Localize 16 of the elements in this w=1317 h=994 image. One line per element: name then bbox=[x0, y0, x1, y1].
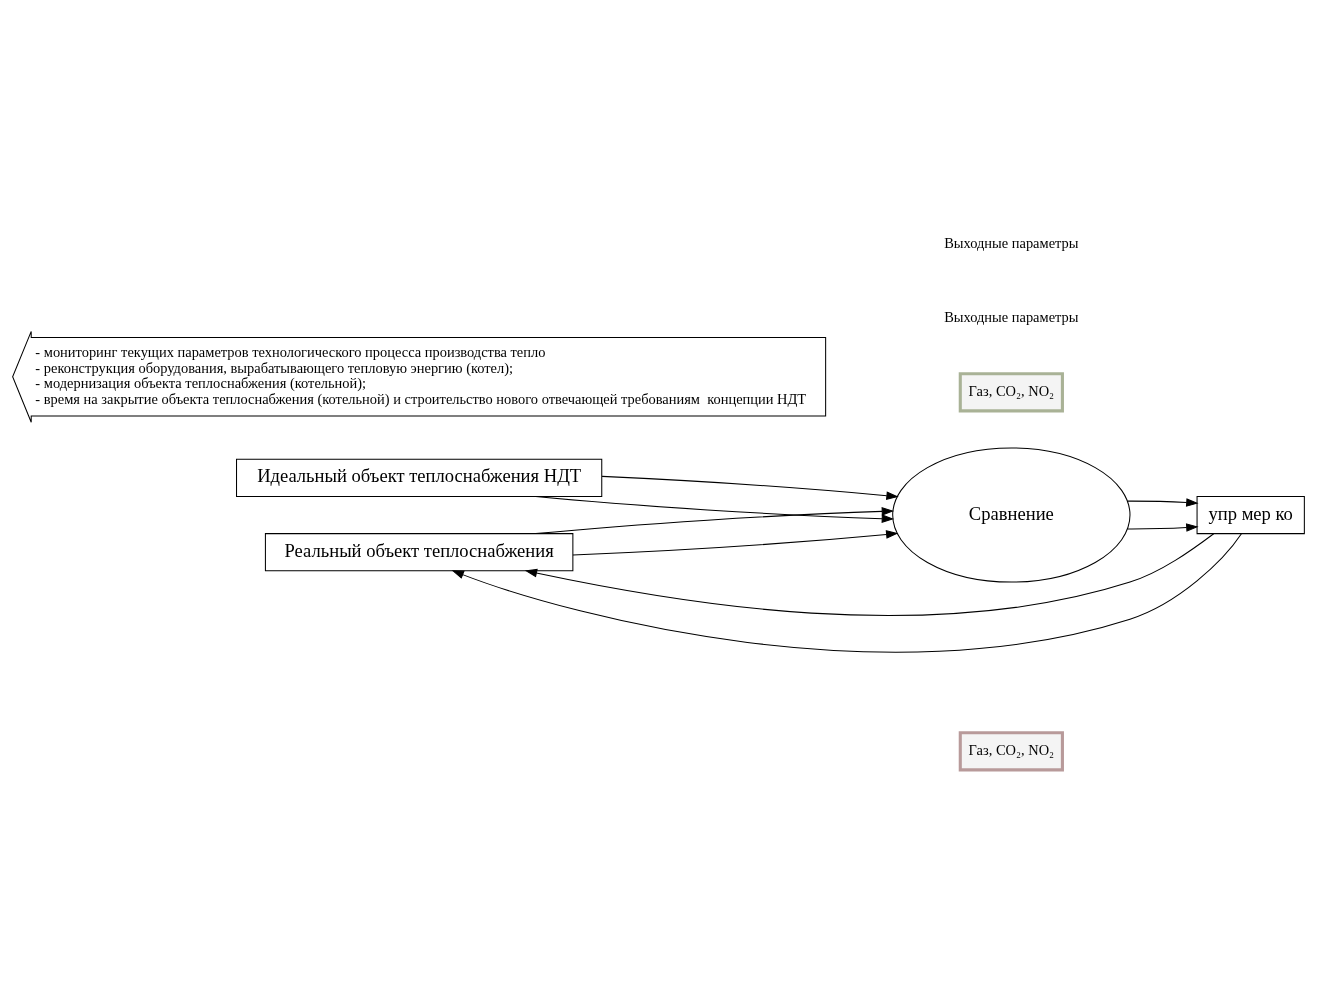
label: Выходные параметры bbox=[944, 234, 1079, 251]
label: Выходные параметры bbox=[944, 308, 1079, 325]
node-box: Идеальный объект теплоснабжения НДТ bbox=[236, 458, 603, 497]
node-box: Газ, CO₂, NO₂ bbox=[958, 371, 1064, 412]
arrow bbox=[1127, 497, 1199, 507]
arrow bbox=[451, 532, 1242, 652]
arrow bbox=[524, 532, 1215, 616]
node-box: Реальный объект теплоснабжения bbox=[264, 532, 574, 571]
arrow bbox=[535, 506, 895, 534]
arrow bbox=[572, 529, 899, 555]
node-ellipse: Сравнение bbox=[892, 446, 1131, 583]
arrow bbox=[535, 495, 895, 523]
arrow bbox=[601, 475, 899, 500]
node-box: Газ, CO₂, NO₂ bbox=[958, 730, 1064, 771]
arrow bbox=[1127, 522, 1199, 532]
node-box: упр мер ко bbox=[1196, 495, 1305, 534]
